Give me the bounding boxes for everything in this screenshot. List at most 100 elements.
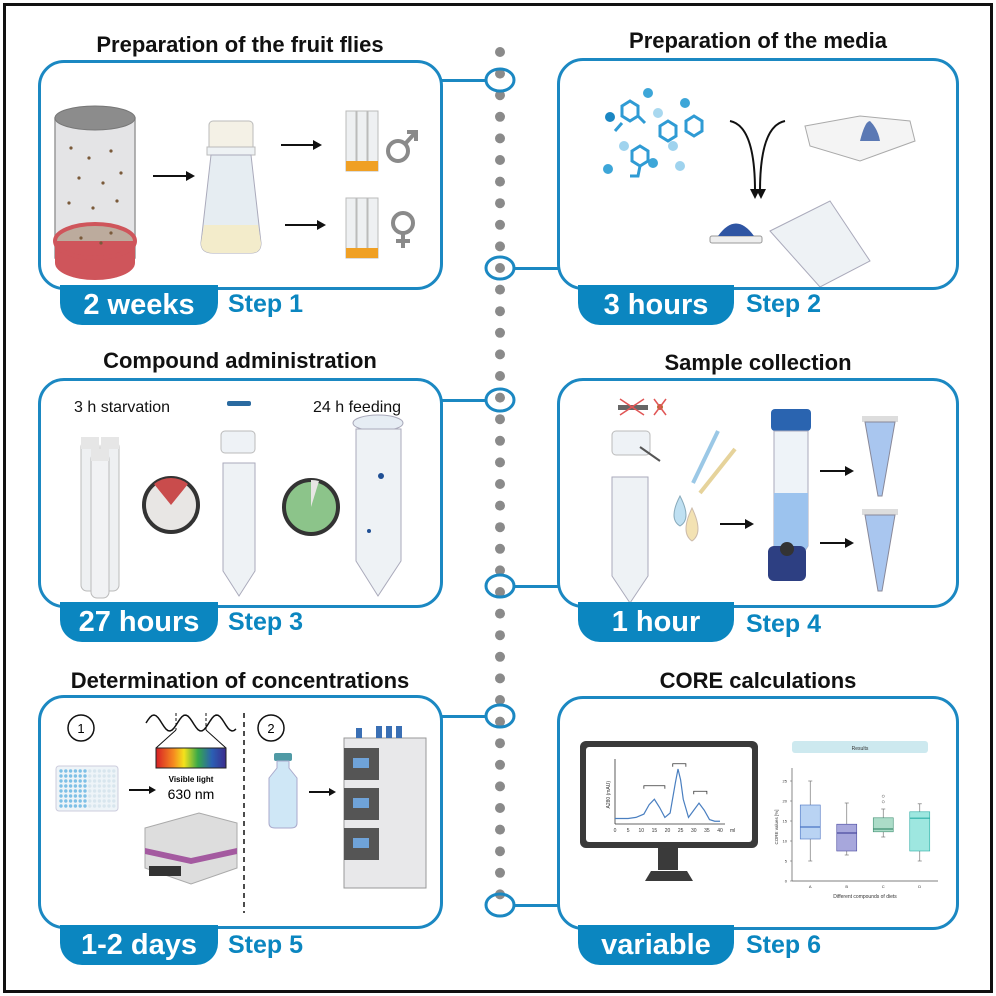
arrow-right-icon — [153, 171, 195, 181]
boxplot-box — [872, 817, 894, 833]
vortex-mixer-icon — [768, 542, 806, 581]
step3-label: Step 3 — [228, 608, 304, 636]
timeline-dot — [495, 392, 505, 403]
chrom-x-label: ml — [730, 828, 735, 834]
timeline-dot — [495, 414, 505, 425]
molecules-icon — [603, 88, 704, 178]
timeline-dot — [495, 435, 505, 446]
boxplot-x-tick: A — [809, 884, 812, 889]
timeline-dot — [495, 263, 505, 273]
boxplot-y-tick: 20 — [783, 799, 788, 804]
step3-panel: 3 h starvation 24 h feeding — [38, 378, 443, 608]
fly-culture-jar-icon — [53, 105, 137, 280]
timeline-dot — [495, 867, 505, 878]
falcon-tube-icon — [769, 200, 871, 287]
timeline-dot — [495, 198, 505, 209]
timeline-dot — [495, 716, 505, 727]
boxplot-y-tick: 10 — [783, 839, 788, 844]
boxplot-y-tick: 5 — [785, 859, 788, 864]
chrom-series-line — [615, 768, 720, 822]
arrow-right-icon — [720, 519, 754, 529]
step1-panel — [38, 60, 443, 290]
step3-illustration — [80, 401, 404, 599]
feeding-cap-icon — [220, 401, 256, 454]
boxplot-x-tick: D — [918, 884, 921, 889]
step4-illustration — [611, 398, 898, 604]
step4-duration-badge: 1 hour — [578, 602, 734, 642]
female-symbol-icon — [391, 211, 415, 248]
vials-male-icon — [345, 110, 379, 172]
timeline-dot — [495, 522, 505, 533]
falcon-tube-fed-icon — [352, 414, 404, 597]
step2-title: Preparation of the media — [629, 28, 887, 53]
boxplot-x-label: Different compounds of diets — [833, 894, 897, 900]
timeline-dot — [495, 90, 505, 101]
step6-duration-badge: variable — [578, 925, 734, 965]
method-1-number: 1 — [77, 721, 84, 736]
timeline-dot — [495, 565, 505, 576]
fly-vials-icon — [80, 437, 120, 599]
timeline-dot — [495, 47, 505, 57]
timeline-milestone-ring — [484, 703, 516, 729]
vial-icon — [268, 753, 298, 829]
timeline-dot — [495, 781, 505, 792]
step6-label: Step 6 — [746, 931, 822, 959]
boxplot-box — [836, 823, 858, 852]
timeline-dot — [495, 759, 505, 770]
chrom-peak-bracket — [643, 785, 666, 789]
feeding-label: 24 h feeding — [313, 399, 402, 416]
hplc-system-icon — [343, 726, 427, 889]
method-2-badge: 2 — [257, 714, 285, 742]
step2-illustration — [603, 88, 916, 287]
monitor-icon — [580, 741, 758, 881]
timeline-milestone-ring — [484, 255, 516, 281]
boxplot-y-tick: 15 — [783, 819, 788, 824]
timeline-dot — [495, 803, 505, 813]
timeline-dot — [495, 349, 505, 360]
chrom-peak-bracket — [693, 790, 708, 795]
chrom-x-tick: 25 — [678, 828, 684, 834]
fly-flask-icon — [200, 120, 262, 254]
clock-green-icon — [282, 478, 340, 536]
feeding-cap-icon — [709, 223, 763, 244]
step1-illustration — [53, 105, 418, 280]
connector-step4 — [515, 585, 560, 588]
step3-duration-badge: 27 hours — [60, 602, 218, 642]
timeline-dot — [495, 543, 505, 554]
chrom-x-tick: 5 — [627, 828, 630, 834]
timeline-dot — [495, 651, 505, 662]
microplate-icon — [55, 765, 119, 812]
step4-label: Step 4 — [746, 610, 822, 638]
timeline-dot — [495, 608, 505, 619]
boxplot-box — [799, 804, 821, 840]
step1-title: Preparation of the fruit flies — [96, 32, 384, 57]
timeline-dot — [495, 68, 505, 79]
boxplot-box — [909, 811, 931, 852]
plate-reader-icon — [144, 812, 238, 885]
timeline-milestone-ring — [484, 892, 516, 918]
connector-step2 — [515, 267, 560, 270]
timeline-dot — [495, 155, 505, 165]
male-symbol-icon — [386, 130, 418, 163]
step5-panel: 1 Visible light 630 nm — [38, 695, 443, 929]
timeline-dot — [495, 133, 505, 144]
connector-step3 — [440, 399, 485, 402]
timeline-dot — [495, 371, 505, 381]
boxplot-title-bar — [792, 741, 928, 753]
step5-title: Determination of concentrations — [70, 668, 410, 693]
chrom-x-tick: 35 — [704, 828, 710, 834]
arrow-right-icon — [129, 786, 156, 794]
step5-duration-badge: 1-2 days — [60, 925, 218, 965]
falcon-tube-flies-icon — [222, 462, 256, 597]
boxplot-outlier — [881, 800, 885, 804]
boxplot-y-tick: 25 — [783, 779, 788, 784]
timeline-dot — [495, 587, 505, 597]
timeline-dot — [495, 284, 505, 295]
figure-frame — [3, 3, 993, 993]
timeline-dot — [495, 846, 505, 857]
clock-red-icon — [142, 476, 200, 534]
